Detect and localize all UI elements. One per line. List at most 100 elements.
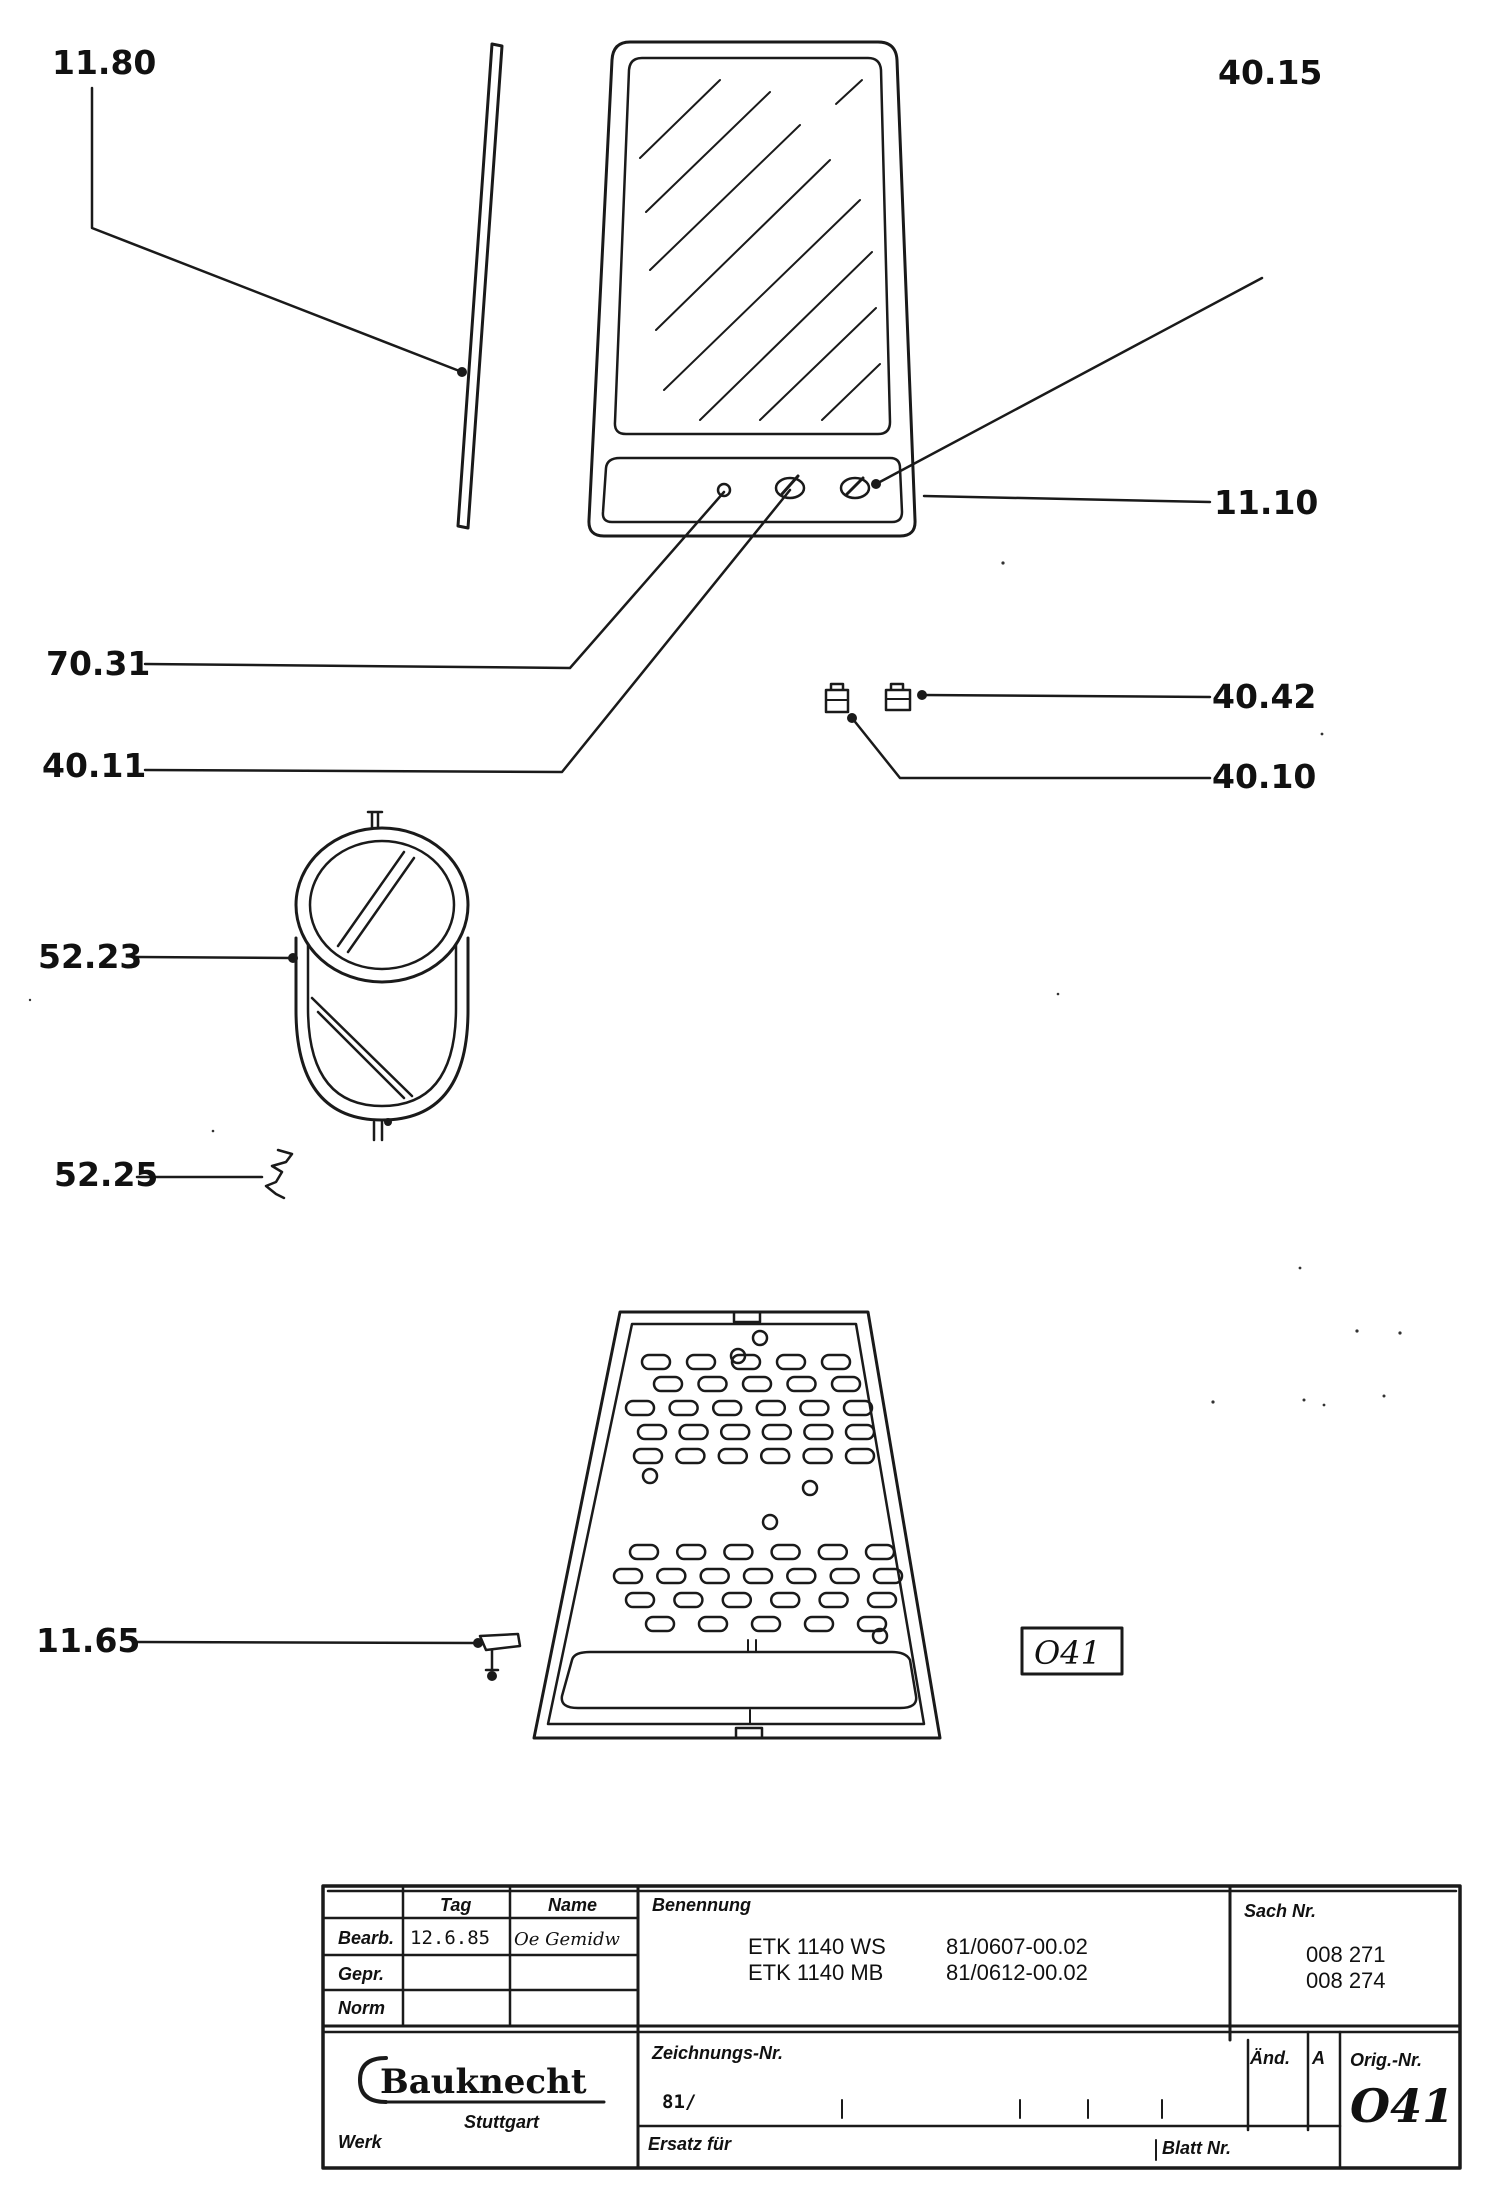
row-bearb: Bearb. [338, 1928, 394, 1948]
ersatz-fuer: Ersatz für [648, 2134, 732, 2154]
tray-hole [711, 1399, 743, 1417]
zeichnungs-nr: 81/ [662, 2091, 696, 2113]
tray-hole [624, 1591, 656, 1609]
part-side-trim [456, 42, 504, 530]
row-norm: Norm [338, 1998, 385, 2018]
orig-nr-label: Orig.-Nr. [1350, 2050, 1422, 2070]
tray-hole [786, 1375, 817, 1393]
boxed-sheet-label: O41 [1020, 1626, 1124, 1676]
tray-hole [829, 1567, 860, 1585]
aend-label: Änd. [1249, 2048, 1290, 2068]
logo-text: Bauknecht [380, 2062, 587, 2102]
sach-nr-2: 008 274 [1306, 1968, 1386, 1993]
tray-hole [803, 1615, 835, 1633]
tray-hole [675, 1543, 707, 1561]
header-sach-nr: Sach Nr. [1244, 1901, 1316, 1921]
model-2-code: 81/0612-00.02 [946, 1960, 1088, 1985]
orig-nr: O41 [1350, 2079, 1454, 2133]
tray-hole [817, 1543, 849, 1561]
tray-hole [652, 1375, 684, 1393]
knob-right [839, 476, 871, 500]
tray-hole [636, 1423, 668, 1441]
tray-hole [719, 1423, 751, 1441]
tray-round-hole [729, 1347, 747, 1365]
scan-noise [28, 561, 1402, 1407]
tray-hole [775, 1353, 807, 1371]
tray-hole [844, 1423, 876, 1441]
header-benennung: Benennung [652, 1895, 751, 1915]
tray-round-hole [641, 1467, 659, 1485]
tray-round-hole [871, 1627, 889, 1645]
tray-hole [675, 1447, 706, 1465]
tray-hole [741, 1375, 773, 1393]
tray-hole [803, 1423, 834, 1441]
tray-hole [723, 1543, 754, 1561]
callout-52-25: 52.25 [54, 1155, 158, 1194]
tray-hole [820, 1353, 852, 1371]
model-1: ETK 1140 WS [748, 1934, 886, 1959]
tray-hole [673, 1591, 704, 1609]
zeichnungs-nr-label: Zeichnungs-Nr. [651, 2043, 783, 2063]
tray-hole [842, 1399, 874, 1417]
bearb-name: Oe Gemidw [514, 1929, 621, 1950]
header-name: Name [548, 1895, 597, 1915]
leader-lines [90, 86, 1264, 1648]
tray-hole [632, 1447, 664, 1465]
sach-nr-1: 008 271 [1306, 1942, 1386, 1967]
callout-labels: 11.80 40.15 11.10 70.31 40.11 40.42 40.1… [36, 43, 1322, 1660]
model-2: ETK 1140 MB [748, 1960, 883, 1985]
tray-hole [668, 1399, 699, 1417]
tray-hole [856, 1615, 888, 1633]
part-screw-11-65 [478, 1632, 522, 1681]
tray-hole [742, 1567, 774, 1585]
tray-hole [699, 1567, 730, 1585]
tray-hole [697, 1615, 729, 1633]
header-tag: Tag [440, 1895, 471, 1915]
bauknecht-logo: Bauknecht [358, 2056, 606, 2104]
blatt-nr: Blatt Nr. [1162, 2138, 1231, 2158]
part-front-panel [587, 40, 917, 538]
tray-hole [830, 1375, 862, 1393]
tray-hole [864, 1543, 896, 1561]
callout-52-23: 52.23 [38, 937, 142, 976]
tray-hole [624, 1399, 656, 1417]
tray-round-hole [801, 1479, 819, 1497]
tray-hole [799, 1399, 830, 1417]
tray-hole [697, 1375, 728, 1393]
tray-hole [755, 1399, 787, 1417]
model-1-code: 81/0607-00.02 [946, 1934, 1088, 1959]
part-clip-40-10 [824, 682, 850, 714]
callout-40-42: 40.42 [1212, 677, 1316, 716]
svg-text:O41: O41 [1034, 1634, 1101, 1672]
tray-hole [640, 1353, 672, 1371]
part-oven-lamp [294, 810, 470, 1142]
knob-left [774, 474, 806, 500]
title-block: Tag Name Benennung Sach Nr. Bearb. Gepr.… [321, 1884, 1462, 2170]
tray-hole [644, 1615, 676, 1633]
callout-40-10: 40.10 [1212, 757, 1316, 796]
callout-11-80: 11.80 [52, 43, 156, 82]
callout-70-31: 70.31 [46, 644, 150, 683]
tray-hole [656, 1567, 687, 1585]
tray-hole [844, 1447, 876, 1465]
logo-city: Stuttgart [464, 2112, 540, 2132]
a-label: A [1311, 2048, 1325, 2068]
tray-hole [678, 1423, 709, 1441]
tray-round-hole [761, 1513, 779, 1531]
tray-hole [628, 1543, 660, 1561]
tray-hole [866, 1591, 898, 1609]
tray-hole [818, 1591, 849, 1609]
tray-hole [721, 1591, 753, 1609]
tray-round-hole [751, 1329, 769, 1347]
callout-11-10: 11.10 [1214, 483, 1318, 522]
tray-hole [612, 1567, 644, 1585]
callout-40-11: 40.11 [42, 746, 146, 785]
tray-hole [761, 1423, 793, 1441]
callout-40-15: 40.15 [1218, 53, 1322, 92]
part-base-tray [532, 1310, 942, 1740]
tray-hole [802, 1447, 833, 1465]
tray-hole [685, 1353, 717, 1371]
tray-hole [769, 1591, 801, 1609]
tray-hole [872, 1567, 904, 1585]
